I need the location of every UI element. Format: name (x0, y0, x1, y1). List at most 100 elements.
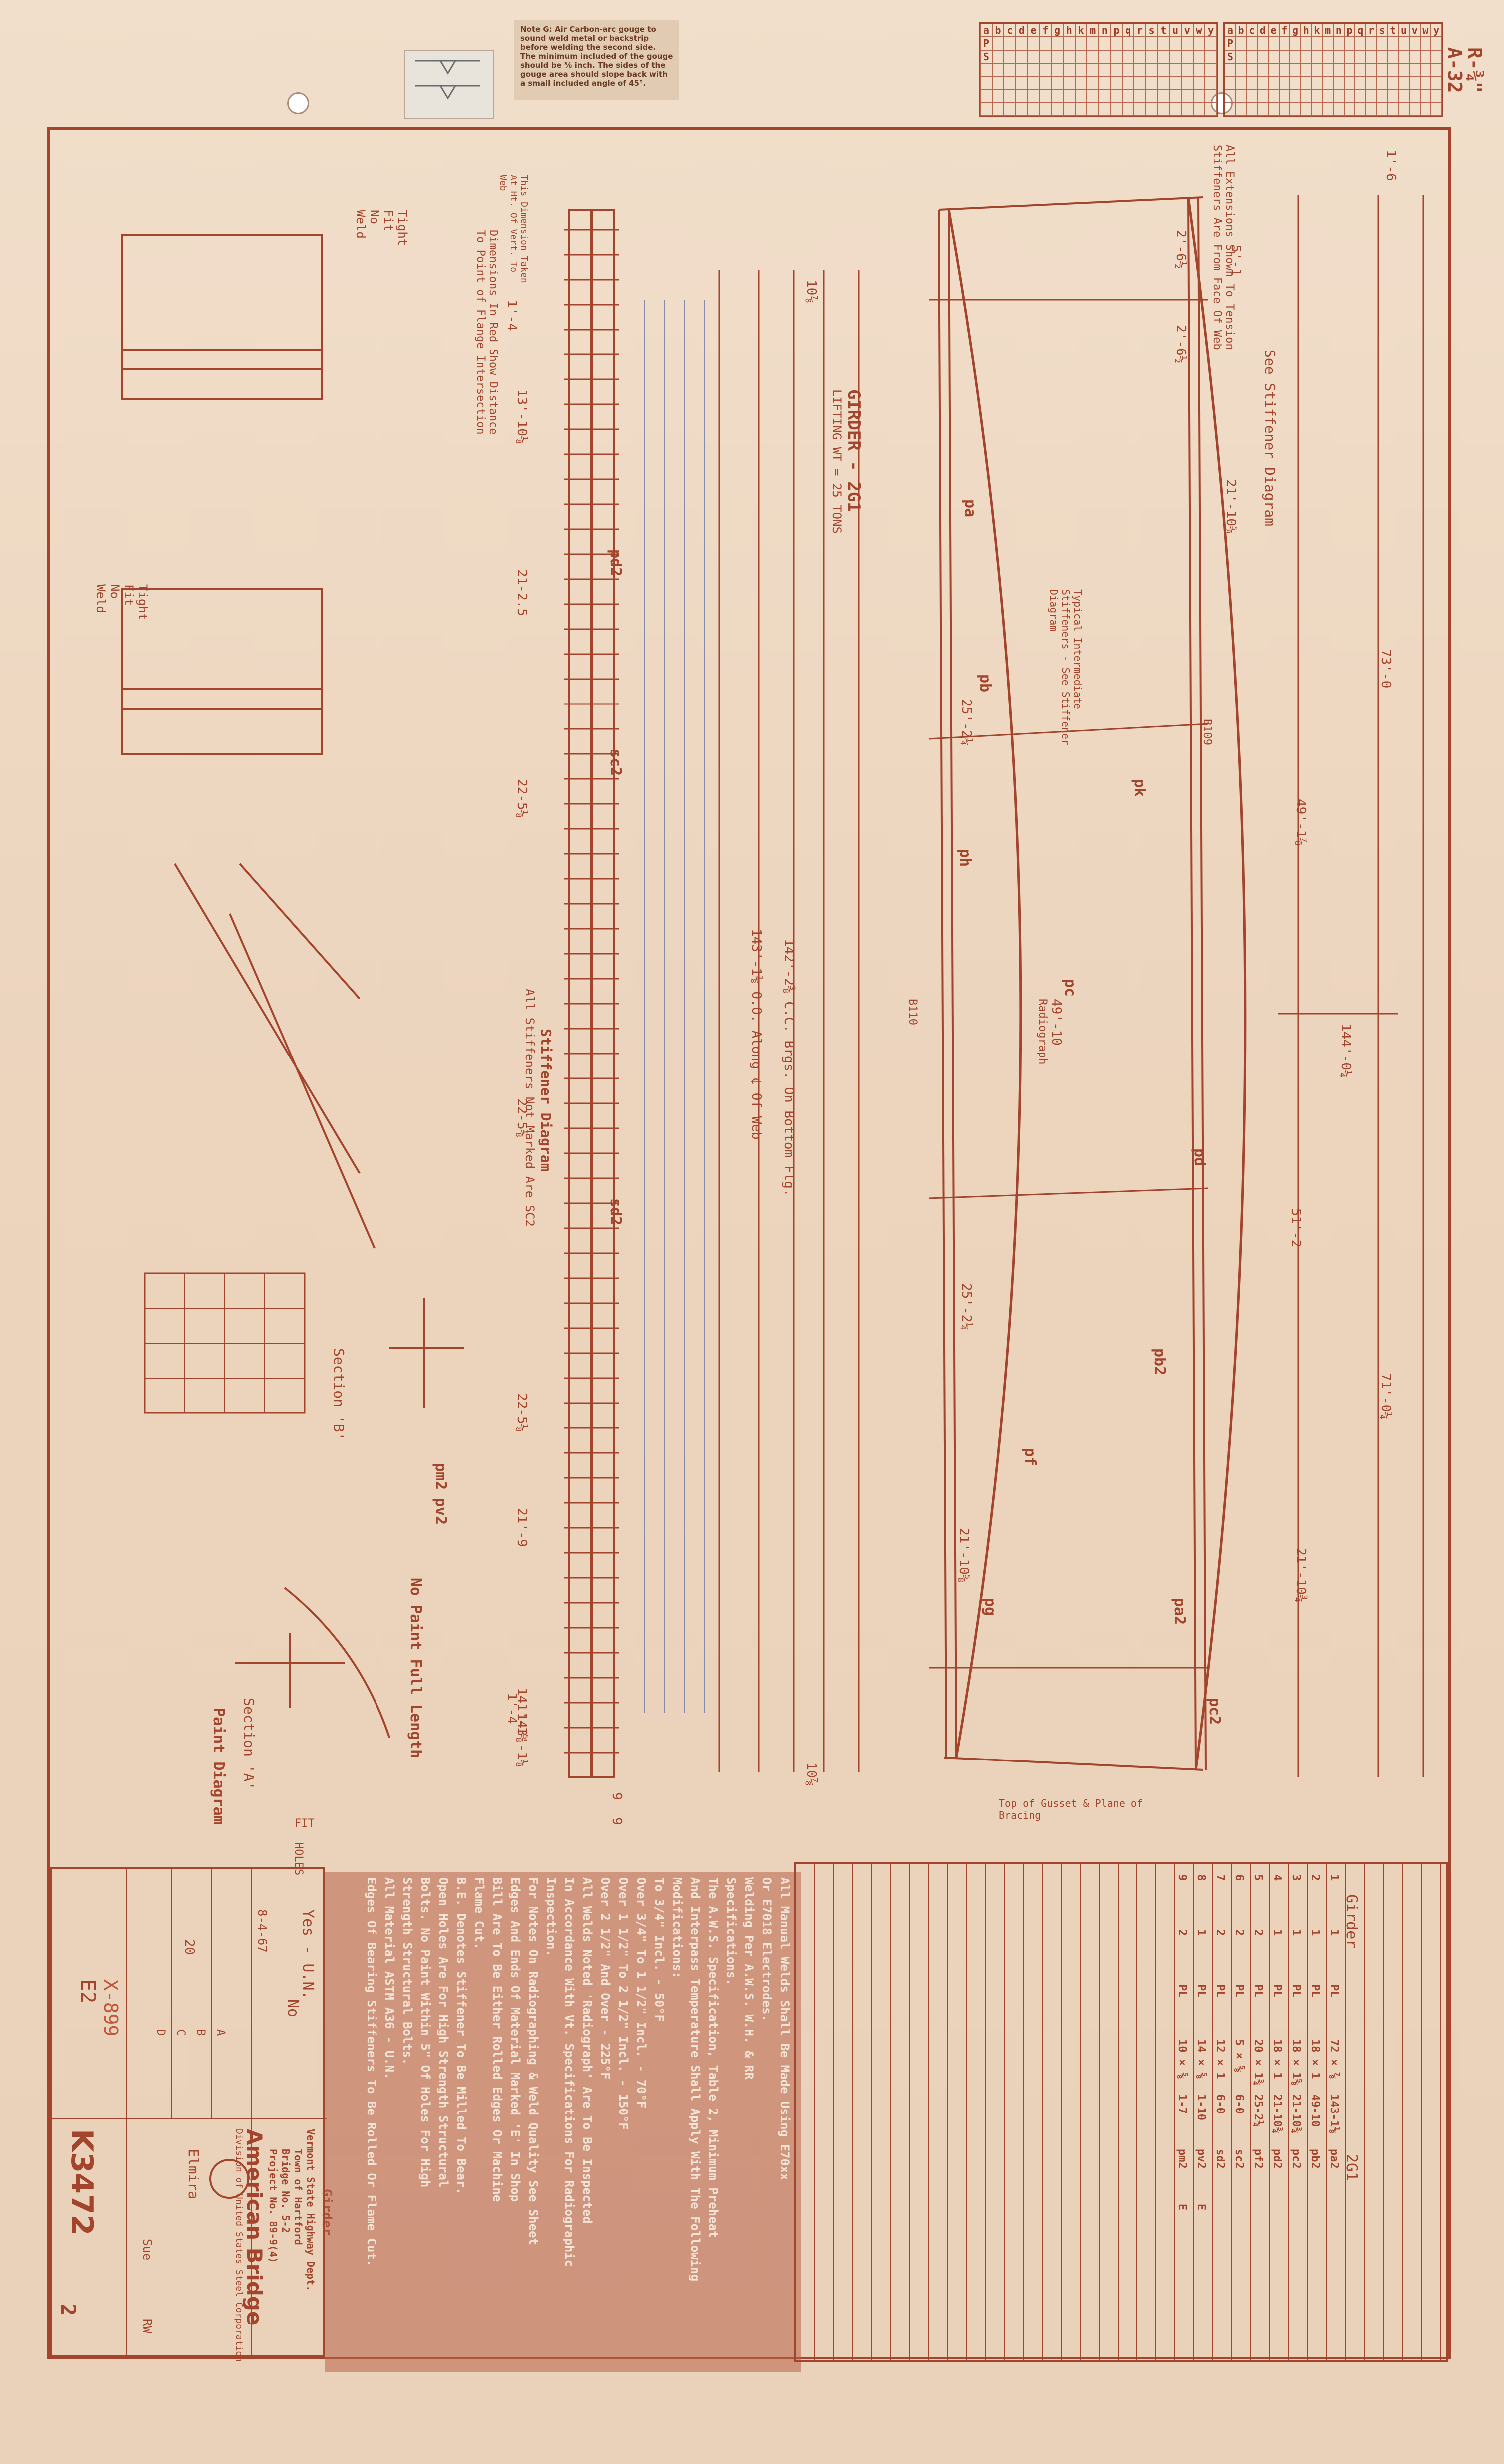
revision-grid-cell (1355, 37, 1366, 50)
bom-grid-line (1232, 1864, 1251, 2360)
revision-grid-cell (1333, 50, 1344, 63)
bom-cell: 18 × 1 (1309, 2039, 1321, 2079)
revision-grid-cell (992, 50, 1004, 63)
revision-grid-cell (1344, 63, 1355, 77)
weld-callout-b109: B109 (1201, 719, 1213, 745)
bom-row: 92PL10 × ⅝1-7pm2E (1176, 1874, 1188, 2259)
revision-grid-cell (1051, 89, 1063, 103)
bom-cell: 1 (1195, 1929, 1207, 1936)
revision-grid-cell (1311, 102, 1323, 116)
revision-grid-cell (1431, 76, 1442, 90)
note-line: To 3/4" Incl. - 50°F (652, 1877, 666, 2022)
bom-cell: 20 × 1¾ (1252, 2039, 1264, 2086)
revision-grid-cell (1169, 63, 1181, 77)
revision-grid-cell (1087, 102, 1099, 116)
revision-grid-cell (1169, 37, 1181, 50)
bom-row: 52PL20 × 1¾25-2¼pf2 (1252, 1874, 1264, 2259)
revision-grid-cell (1193, 37, 1205, 50)
revision-grid-cell: S (980, 50, 992, 63)
revision-grid-cell (1004, 63, 1016, 77)
revision-grid-cell: h (1063, 24, 1075, 37)
revision-grid-cell: r (1366, 24, 1377, 37)
revision-grid-cell (1122, 102, 1134, 116)
revision-grid-cell (1157, 89, 1170, 103)
revision-grid-cell (1257, 89, 1268, 103)
dimension-label: 1'-4 (504, 300, 519, 331)
bom-grid-line (967, 1864, 986, 2360)
bom-cell: 10 × ⅝ (1176, 2039, 1188, 2079)
revision-grid-cell (1409, 63, 1420, 77)
notes-text-block: All Manual Welds Shall Be Made Using E70… (363, 1877, 794, 2367)
revision-grid-cell (1110, 37, 1123, 50)
note-line: Over 1 1/2" To 2 1/2" Incl. - 150°F (616, 1877, 630, 2130)
revision-grid-cell (1409, 89, 1420, 103)
revision-grid-cell (1145, 50, 1158, 63)
piece-mark: pv2 (432, 1498, 449, 1525)
revision-grid-cell (1420, 76, 1431, 90)
note-line: Specifications. (724, 1877, 738, 1986)
bom-cell: 12 × 1 (1214, 2039, 1226, 2079)
camber-note: This Dimension Taken At Ht. Of Vert. To … (498, 175, 529, 283)
dimension-label: 22-5⅛ (514, 779, 529, 818)
bom-grid-line (891, 1864, 910, 2360)
revision-grid-cell (980, 76, 992, 90)
revision-grid-cell (1333, 102, 1344, 116)
revision-grid-cell: n (1099, 24, 1111, 37)
revision-grid-cell (1027, 50, 1040, 63)
piece-mark: pm2 (432, 1463, 449, 1490)
bom-cell: pf2 (1252, 2149, 1264, 2169)
revision-grid-cell (1290, 102, 1301, 116)
revision-grid-cell (1290, 50, 1301, 63)
punch-hole (1211, 92, 1233, 114)
revision-grid-cell (1300, 50, 1312, 63)
bom-grid-line (1384, 1864, 1403, 2360)
note-line: All Material ASTM A36 - U.N. (382, 1877, 396, 2080)
revision-grid-cell (1431, 102, 1442, 116)
bom-cell: 49-10 (1309, 2094, 1321, 2127)
bom-cell: E (1195, 2204, 1207, 2211)
revision-grid-cell (1235, 50, 1247, 63)
revision-grid-cell (1051, 50, 1063, 63)
revision-grid-cell (1004, 76, 1016, 90)
bom-cell: 2 (1214, 1929, 1226, 1936)
piece-mark: sc2 (607, 749, 624, 776)
overall-length: 143'-1⅛ O.O. Along ¢ Of Web (749, 929, 764, 1140)
bom-cell: PL (1252, 1984, 1264, 1998)
revision-grid-cell (1004, 89, 1016, 103)
punch-hole (287, 92, 309, 114)
revision-grid-cell: y (1431, 24, 1442, 37)
revision-grid-cell (1181, 50, 1193, 63)
dimension-label: 10⅞ (804, 1762, 819, 1786)
girder-name: GIRDER - 2G1 (844, 389, 864, 512)
revision-grid-cell (1257, 102, 1268, 116)
revision-grid-cell (1257, 50, 1268, 63)
revision-grid-cell (1157, 76, 1170, 90)
revision-grid-cell (1300, 89, 1312, 103)
bom-cell: 7 (1214, 1874, 1226, 1881)
revision-grid-cell (1099, 50, 1111, 63)
revision-grid-cell (1268, 37, 1279, 50)
revision-grid-cell: g (1290, 24, 1301, 37)
revision-grid-cell: m (1322, 24, 1333, 37)
revision-grid-cell (992, 76, 1004, 90)
revision-grid-cell (992, 63, 1004, 77)
revision-grid-cell (1169, 50, 1181, 63)
radiograph-label: Radiograph (1036, 999, 1049, 1065)
revision-grid-cell: a (1225, 24, 1236, 37)
bom-grid-line (1289, 1864, 1308, 2360)
dimension-label: 49'-1⅞ (1293, 799, 1308, 846)
bom-cell: 2 (1233, 1929, 1245, 1936)
revision-grid-cell (1268, 50, 1279, 63)
bom-cell: 72 × ⅞ (1328, 2039, 1340, 2079)
general-notes: All Manual Welds Shall Be Made Using E70… (330, 1877, 794, 2367)
stiffener-diagram-title: Stiffener Diagram (538, 1029, 554, 1172)
revision-grid-cell (1279, 50, 1290, 63)
revision-grid-cell (1409, 37, 1420, 50)
revision-grid-cell (1169, 76, 1181, 90)
revision-grid-cell (1039, 37, 1052, 50)
bom-row: 81PL14 × ⅝1-10pv2E (1195, 1874, 1207, 2259)
revision-grid-cell (1063, 76, 1075, 90)
revision-grid-cell (1387, 37, 1399, 50)
revision-grid-cell (1051, 37, 1063, 50)
dimension-label: 51'-2 (1288, 1208, 1303, 1248)
